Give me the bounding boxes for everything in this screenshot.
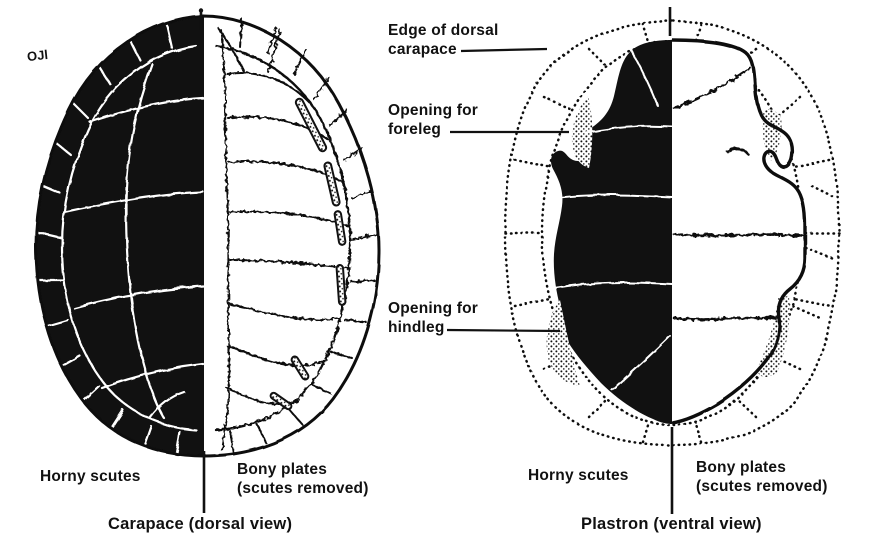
- plastron-scute-seams: [546, 47, 673, 391]
- plastron-horny-half: [550, 40, 672, 424]
- edge-label-line2: carapace: [388, 41, 457, 58]
- foreleg-label-line1: Opening for: [388, 102, 479, 119]
- opening-for-hindleg-label: Opening for hindleg: [388, 299, 478, 337]
- edge-label-line1: Edge of dorsal: [388, 22, 499, 39]
- stipple-foreleg-left: [571, 96, 593, 168]
- plastron-bony-plates-line2: (scutes removed): [696, 478, 828, 495]
- carapace-horny-scutes-label: Horny scutes: [40, 468, 141, 485]
- carapace-rib-slits: [269, 97, 347, 411]
- hindleg-label-line1: Opening for: [388, 300, 479, 317]
- edge-leader-line: [460, 47, 548, 53]
- plastron-bony-sutures: [672, 66, 805, 321]
- hindleg-label-line2: hindleg: [388, 319, 445, 336]
- carapace-bony-plates-line1: Bony plates: [237, 461, 328, 478]
- leg-opening-stipple: [546, 96, 790, 386]
- plastron-bony-plates-label: Bony plates (scutes removed): [696, 458, 828, 496]
- carapace-bony-plates-label: Bony plates (scutes removed): [237, 460, 369, 498]
- plastron-horny-scutes-label: Horny scutes: [528, 467, 629, 484]
- carapace-caption: Carapace (dorsal view): [108, 515, 293, 533]
- carapace-midline-dot: [198, 8, 204, 13]
- plastron-bony-plates-line1: Bony plates: [696, 459, 787, 476]
- carapace-scute-seams: [34, 19, 205, 457]
- stipple-hindleg-right: [757, 296, 790, 378]
- plastron-caption: Plastron (ventral view): [581, 515, 762, 533]
- callout-leader-lines: [446, 47, 569, 333]
- opening-for-foreleg-label: Opening for foreleg: [388, 101, 478, 139]
- carapace-bony-sutures: [214, 18, 378, 455]
- foreleg-label-line2: foreleg: [388, 121, 442, 138]
- plastron-outline: [671, 38, 807, 425]
- corner-mark: OJl: [26, 46, 49, 65]
- edge-of-dorsal-carapace-label: Edge of dorsal carapace: [388, 21, 498, 59]
- stipple-hindleg-left: [546, 300, 580, 386]
- plastron-bony-half: [672, 40, 805, 423]
- hindleg-leader-line: [446, 328, 561, 333]
- carapace-bony-plates-line2: (scutes removed): [237, 480, 369, 497]
- plastron-figure: [446, 7, 841, 514]
- carapace-horny-half: [36, 16, 204, 456]
- carapace-figure: [34, 8, 381, 513]
